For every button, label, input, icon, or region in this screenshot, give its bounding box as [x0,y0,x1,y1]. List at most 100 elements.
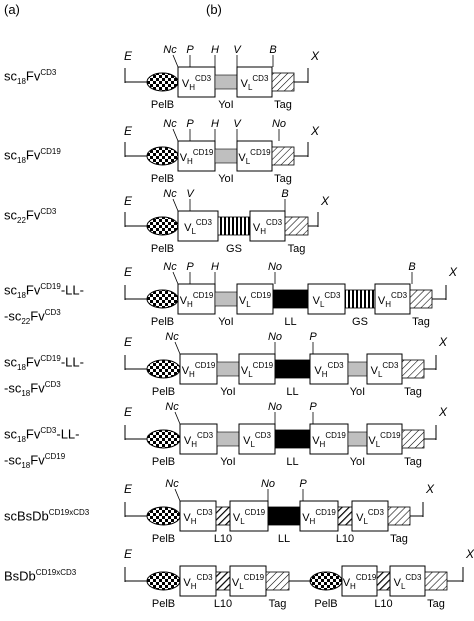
segment-label: LL [286,456,298,468]
l10-linker [215,571,231,591]
construct-name-3: sc22FvCD3 [4,203,56,229]
v-domain-box [177,210,219,242]
construct-name-part: CD19 [44,451,66,461]
segment-label: PelB [151,99,174,111]
tag-box [284,216,309,236]
v-domain-label: VHCD3 [182,74,212,92]
construct-name-part: -LL- [56,426,80,442]
yol-linker [214,291,238,307]
restriction-site-label: H [211,261,219,273]
segment-label: Tag [390,533,408,545]
segment-label: Tag [412,316,430,328]
v-domain-label: VHCD3 [183,508,213,526]
pelb-signal-ellipse [146,429,181,449]
construct-name-part: sc [4,68,17,84]
restriction-site-label: Nc [163,118,177,130]
site-marker [174,488,181,502]
restriction-site-label: P [186,44,194,56]
yol-linker [347,361,368,377]
construct-name-part: 18 [17,290,26,300]
construct-name-part: sc [4,426,17,442]
tag-box [265,571,290,591]
v-domain-label: VHCD19 [180,291,214,309]
construct-name-part: CD3 [44,379,61,389]
construct-name-part: CD19 [40,147,61,156]
segment-label: PelB [152,598,175,610]
construct-name-part: 18 [17,434,26,444]
segment-label: LL [286,386,298,398]
restriction-site-label: E [124,49,133,63]
segment-label: Tag [274,173,292,185]
restriction-site-label: Nc [163,44,177,56]
restriction-site-label: X [310,49,320,63]
construct-name-1: sc18FvCD3 [4,64,56,90]
v-domain-box [238,353,276,385]
tag-box [387,506,411,526]
construct-name-part: CD19xCD3 [35,568,77,577]
ll-linker [274,359,311,379]
v-domain-box [236,283,274,315]
ll-linker [272,289,309,309]
v-domain-label: VHCD3 [253,218,283,236]
restriction-site-label: No [268,331,282,343]
tag-box [401,429,425,449]
construct-name-part: scBsDb [4,508,49,524]
restriction-site-label: V [233,44,242,56]
restriction-site-label: X [320,194,330,208]
gs-linker [217,216,251,236]
l10-linker [215,506,231,526]
segment-label: YoI [220,456,236,468]
v-domain-label: VLCD3 [241,74,269,92]
v-domain-box [229,500,269,532]
segment-label: PelB [151,173,174,185]
pelb-signal-ellipse [146,289,179,309]
v-domain-label: VLCD3 [394,573,422,591]
pelb-signal-ellipse [146,146,179,166]
construct-name-7: scBsDbCD19xCD3 [4,504,89,524]
yol-linker [214,74,238,90]
v-domain-label: VLCD3 [184,218,212,236]
pelb-signal-ellipse [146,359,181,379]
restriction-site-label: P [186,261,194,273]
segment-label: PelB [152,456,175,468]
segment-label: Tag [269,598,287,610]
restriction-site-label: P [309,401,317,413]
tag-box [271,146,295,166]
v-domain-box [307,283,346,315]
v-domain-label: VLCD3 [243,431,271,449]
segment-label: YoI [220,386,236,398]
construct-name-part: Fv [30,308,45,324]
v-domain-label: VLCD19 [368,431,401,449]
yol-linker [214,148,238,164]
construct-name-part: CD3 [40,68,57,77]
restriction-site-label: No [268,261,282,273]
v-domain-box [179,423,218,455]
segment-label: GS [226,243,242,255]
restriction-site-label: E [124,194,133,208]
yol-linker [216,431,240,447]
segment-label: YoI [218,173,234,185]
restriction-site-label: X [438,335,448,349]
gs-linker [344,289,376,309]
segment-label: GS [352,316,368,328]
construct-name-6: sc18FvCD3-LL--sc18FvCD19 [4,422,80,474]
construct-name-part: Fv [25,282,41,298]
construct-name-part: sc [4,282,17,298]
segment-label: YoI [350,456,366,468]
restriction-site-label: Nc [165,478,179,490]
restriction-site-label: X [448,265,458,279]
v-domain-box [351,500,389,532]
restriction-site-label: X [425,482,435,496]
segment-label: YoI [350,386,366,398]
v-domain-label: VLCD19 [232,573,265,591]
yol-linker [347,431,368,447]
construct-name-part: -LL- [60,354,84,370]
v-domain-label: VLCD3 [313,291,341,309]
restriction-site-label: X [438,405,448,419]
segment-label: Tag [288,243,306,255]
